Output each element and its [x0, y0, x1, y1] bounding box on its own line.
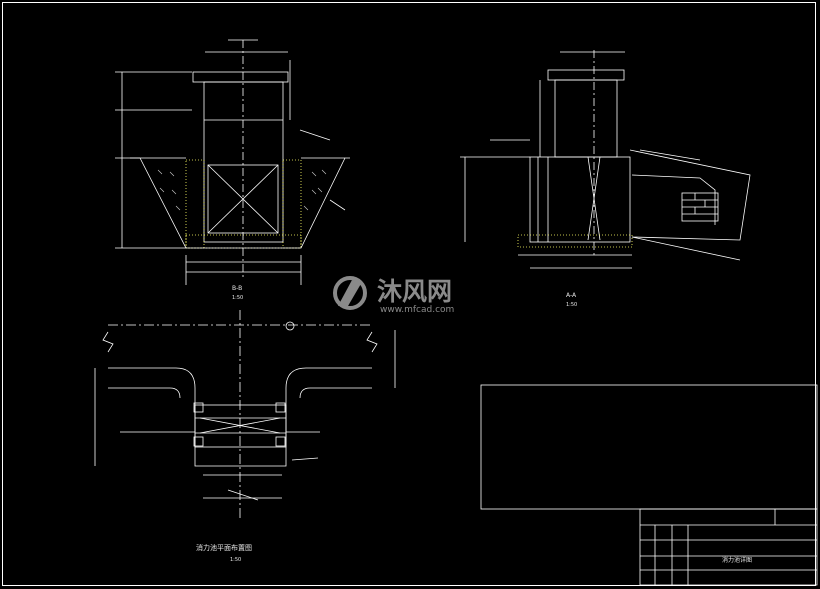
brand-logo-icon: [333, 276, 367, 310]
plan-view-labels: 消力池平面布置图 1:50: [196, 543, 252, 563]
section-b-b-scale: 1:50: [232, 295, 243, 301]
plan-view-title: 消力池平面布置图: [196, 543, 252, 552]
section-a-a-title: A-A: [566, 292, 577, 299]
watermark-brand-en: www.mfcad.com: [380, 305, 454, 315]
plan-view-scale: 1:50: [230, 557, 241, 563]
title-block: [480, 384, 818, 586]
section-b-b-title: B-B: [232, 285, 242, 292]
section-b-b-labels: B-B 1:50: [232, 285, 243, 301]
section-a-a-scale: 1:50: [566, 302, 577, 308]
section-a-a-labels: A-A 1:50: [566, 292, 577, 308]
watermark-brand-cn: 沐风网: [377, 277, 452, 306]
plan-view: [94, 310, 396, 520]
section-b-b: [115, 39, 350, 285]
title-block-drawing-name: 消力池详图: [722, 556, 752, 564]
section-a-a: [460, 50, 751, 269]
watermark: 沐风网 www.mfcad.com: [333, 276, 454, 315]
